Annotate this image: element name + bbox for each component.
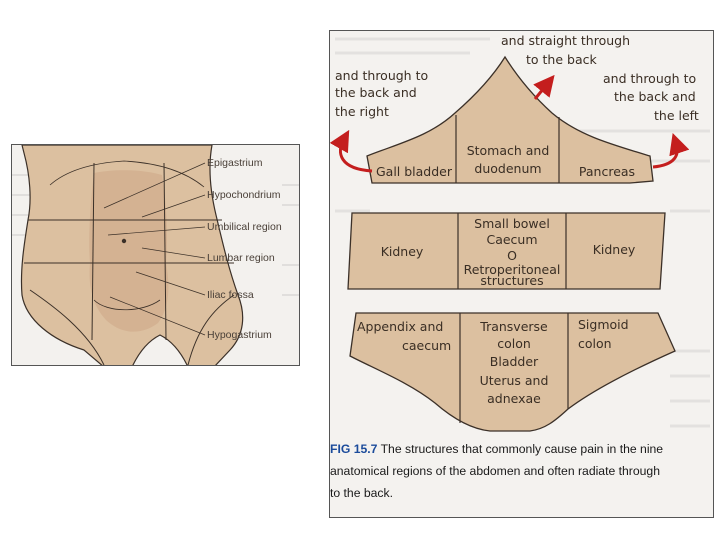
caption-line-3: to the back. [330,486,393,500]
arrow-right [340,139,372,171]
annot-straight-1: and straight through [501,33,630,48]
caption-line-2: anatomical regions of the abdomen and of… [330,464,660,478]
label-appendix-1: Appendix and [357,319,443,334]
label-pancreas: Pancreas [579,164,635,179]
label-uterus: Uterus and [480,373,549,388]
label-sigmoid: Sigmoid [578,317,629,332]
label-small-bowel: Small bowel [474,216,550,231]
label-hypochondrium: Hypochondrium [207,189,281,201]
label-hypogastrium: Hypogastrium [207,329,272,341]
label-transverse: Transverse [479,319,548,334]
label-stomach-2: duodenum [474,161,541,176]
label-lumbar-region: Lumbar region [207,252,275,264]
annot-right-1: and through to [335,68,428,83]
label-caecum: Caecum [486,232,537,247]
label-gall-bladder: Gall bladder [376,164,453,179]
figure-number: FIG 15.7 [330,442,377,456]
abdominal-regions-figure: Epigastrium Hypochondrium Umbilical regi… [11,144,300,366]
label-colon: colon [497,336,531,351]
label-adnexae: adnexae [487,391,541,406]
label-navel-symbol: O [507,248,517,263]
caption-line-1: FIG 15.7 The structures that commonly ca… [330,442,663,456]
label-appendix-2: caecum [402,338,451,353]
annot-left-1: and through to [603,71,696,86]
annot-straight-2: to the back [526,52,597,67]
label-structures: structures [480,273,543,288]
annot-right-3: the right [335,104,389,119]
torso-diagram: Epigastrium Hypochondrium Umbilical regi… [12,145,300,366]
annot-left-3: the left [654,108,699,123]
label-stomach-1: Stomach and [467,143,550,158]
label-kidney-right: Kidney [593,242,636,257]
caption-text-1: The structures that commonly cause pain … [381,442,664,456]
arrow-straight [535,83,548,99]
pain-regions-figure: and straight through to the back and thr… [329,30,714,518]
label-kidney-left: Kidney [381,244,424,259]
label-iliac-fossa: Iliac fossa [207,289,254,301]
arrow-left [653,143,677,167]
label-sigmoid-colon: colon [578,336,612,351]
label-epigastrium: Epigastrium [207,157,263,169]
annot-right-2: the back and [335,85,417,100]
label-bladder: Bladder [490,354,539,369]
label-umbilical-region: Umbilical region [207,221,282,233]
annot-left-2: the back and [614,89,696,104]
